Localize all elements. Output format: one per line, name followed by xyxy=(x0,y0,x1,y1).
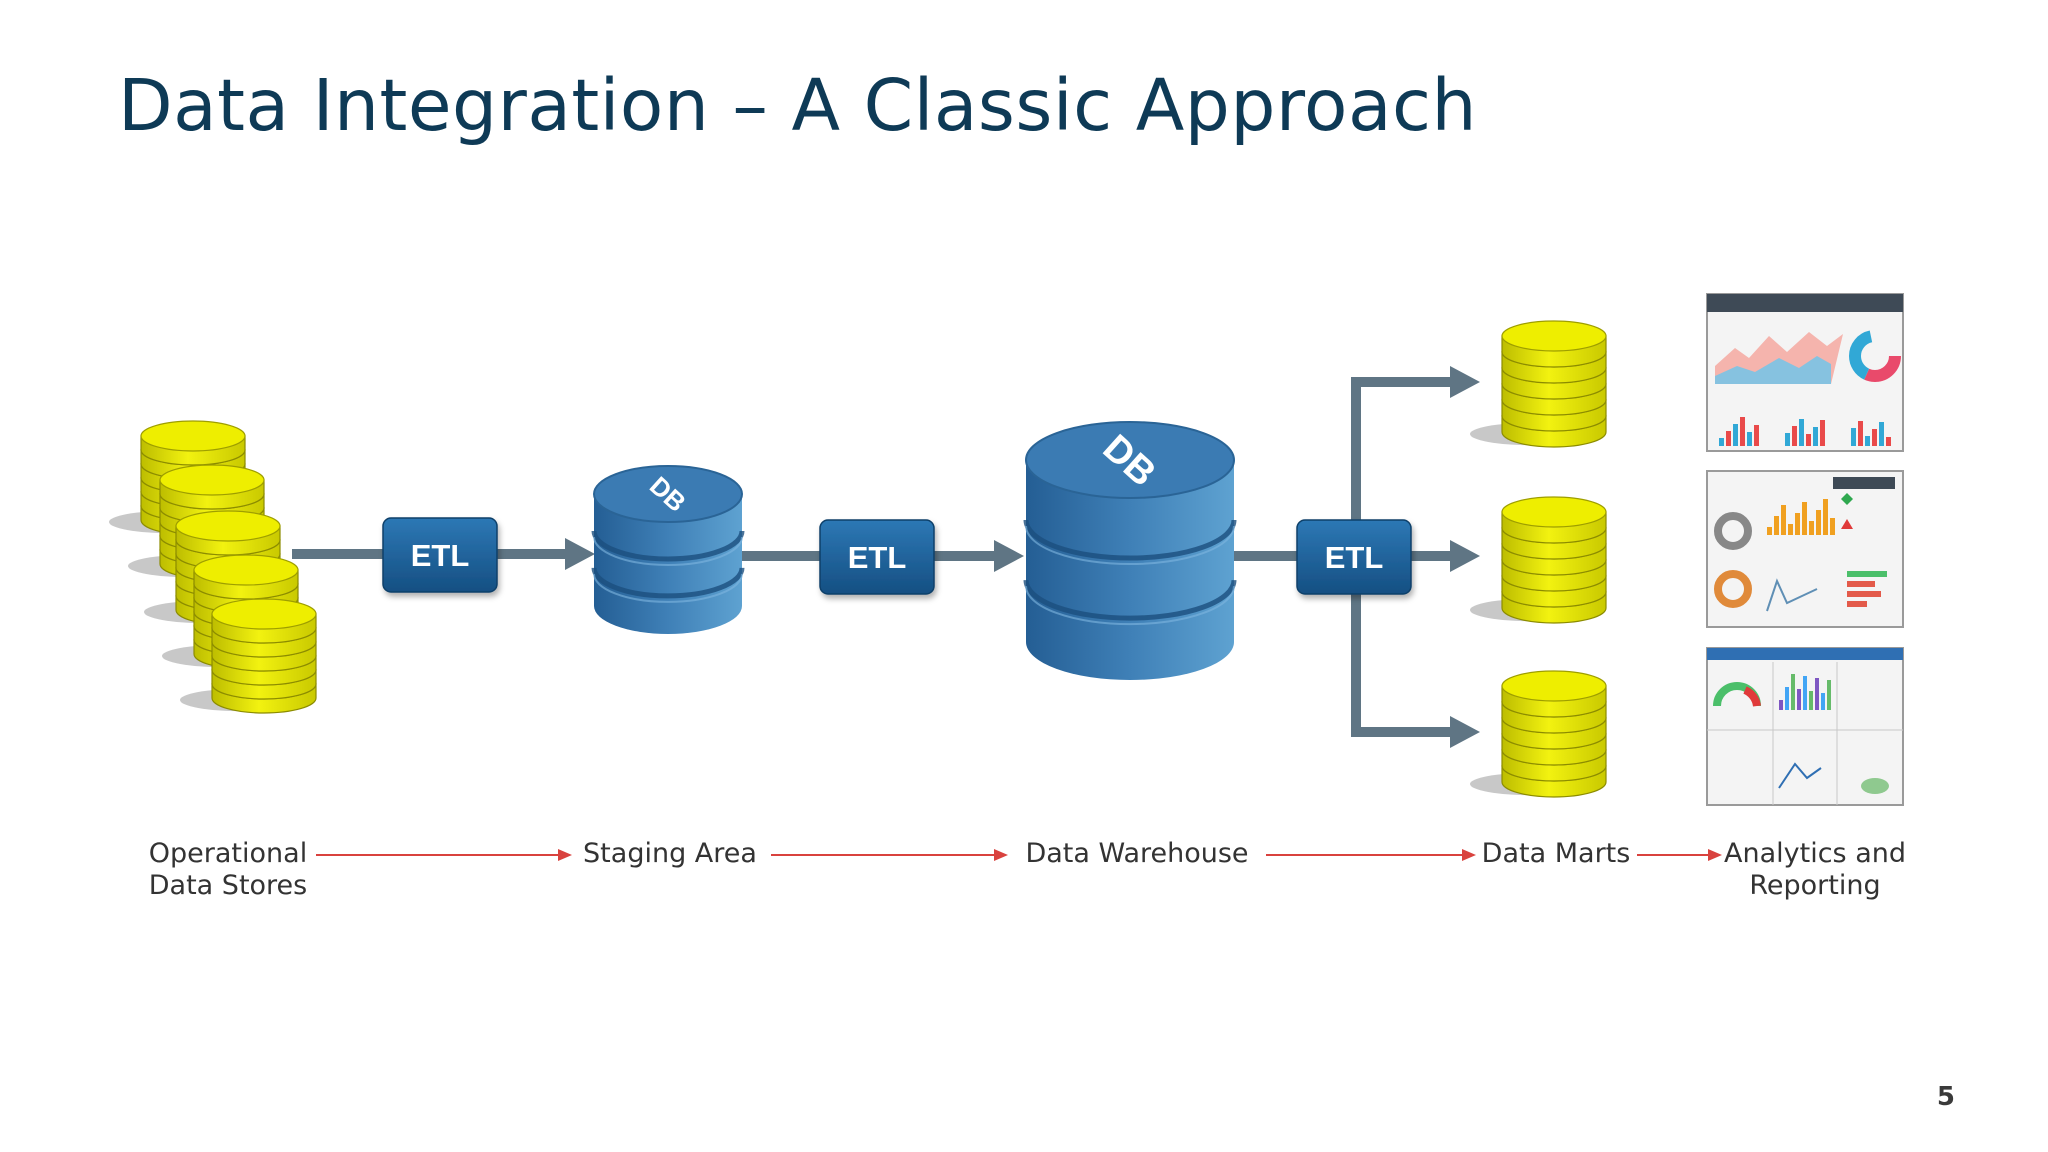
stage-label-data-warehouse: Data Warehouse xyxy=(1025,838,1249,869)
connector-arrowhead xyxy=(565,538,595,570)
flow-arrowhead xyxy=(1708,849,1722,861)
stage-label-data-marts: Data Marts xyxy=(1481,838,1631,869)
page-number: 5 xyxy=(1936,1082,1955,1112)
etl-label: ETL xyxy=(848,540,907,575)
dashboard-thumbnails xyxy=(1706,293,1904,806)
etl-box: ETL xyxy=(819,519,935,595)
etl-label: ETL xyxy=(1325,540,1384,575)
coin-stack-layer xyxy=(109,320,1607,798)
slide-title: Data Integration – A Classic Approach xyxy=(118,64,1478,147)
connector-arrowhead xyxy=(994,540,1024,572)
etl-box: ETL xyxy=(1296,519,1412,595)
stage-label-operational-data-stores: Operational Data Stores xyxy=(148,838,308,901)
etl-box: ETL xyxy=(382,517,498,593)
stage-label-staging-area: Staging Area xyxy=(583,838,757,869)
dashboard-thumbnail-icon xyxy=(1706,470,1904,628)
dashboard-thumbnail-icon xyxy=(1706,293,1904,452)
database-cylinder-icon: DB xyxy=(591,465,745,634)
connector-arrowhead xyxy=(1450,540,1480,572)
connector-arrowhead xyxy=(1450,366,1480,398)
flow-arrowhead xyxy=(994,849,1008,861)
flow-arrowhead xyxy=(558,849,572,861)
data-mart-stack-icon xyxy=(1470,670,1607,798)
database-cylinder-icon: DB xyxy=(1023,421,1237,680)
dashboard-thumbnail-icon xyxy=(1706,647,1904,806)
etl-layer: ETL ETL ETL xyxy=(382,517,1412,595)
connector-arrowhead xyxy=(1450,716,1480,748)
database-layer: DB DB xyxy=(591,421,1237,680)
operational-database-stack-icon xyxy=(180,598,317,714)
flow-arrows xyxy=(316,849,1722,861)
stage-label-analytics-and-reporting: Analytics and Reporting xyxy=(1724,838,1906,901)
data-mart-stack-icon xyxy=(1470,320,1607,448)
data-mart-stack-icon xyxy=(1470,496,1607,624)
etl-label: ETL xyxy=(411,538,470,573)
flow-arrowhead xyxy=(1462,849,1476,861)
